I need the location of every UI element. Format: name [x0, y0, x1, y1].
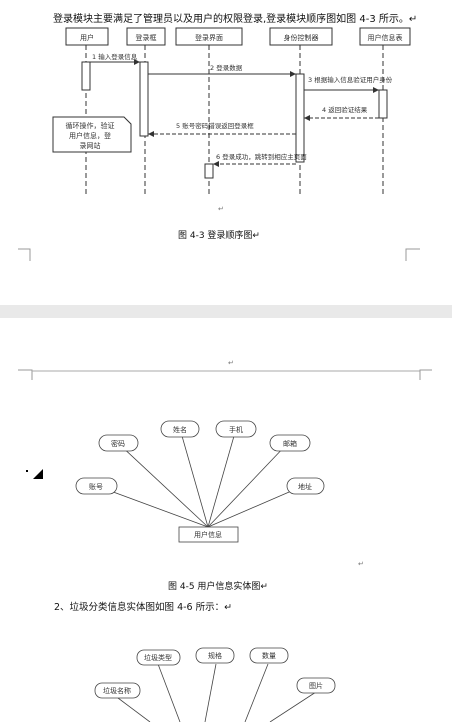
attribute-email: 邮箱: [283, 439, 297, 448]
figure-caption-4-3: 图 4-3 登录顺序图↵: [178, 231, 260, 241]
lifeline-label-2: 登录界面: [195, 33, 223, 42]
garbage-attribute-image: 图片: [309, 681, 323, 690]
attribute-account: 账号: [89, 482, 103, 491]
page-gap: [0, 305, 452, 318]
document-page-1: 登录模块主要满足了管理员以及用户的权限登录,登录模块顺序图如图 4-3 所示。↵: [0, 0, 452, 305]
intro-paragraph: 登录模块主要满足了管理员以及用户的权限登录,登录模块顺序图如图 4-3 所示。↵: [53, 14, 418, 25]
paragraph-mark: ↵: [218, 205, 224, 213]
lifeline-label-4: 用户信息表: [368, 33, 403, 42]
garbage-attribute-name: 垃圾名称: [103, 686, 131, 695]
section-paragraph-2: 2、垃圾分类信息实体图如图 4-6 所示：↵: [54, 602, 233, 613]
attribute-address: 地址: [298, 482, 312, 491]
garbage-entity-diagram: 垃圾类型 规格 数量 图片 垃圾名称: [94, 647, 336, 722]
message-2: 2 登录数据: [210, 63, 243, 72]
garbage-attribute-type: 垃圾类型: [144, 653, 172, 662]
message-1: 1 输入登录信息: [92, 52, 138, 61]
sequence-diagram: 用户 登录框 登录界面 身份控制器 用户信息表 1 输入登录信息 2 登录数据 …: [52, 27, 411, 195]
document-page-2: ↵ 用户信息 密码 姓名 手机 邮箱 账号 地址: [0, 318, 452, 722]
page-2-top-mark: ↵: [228, 359, 234, 367]
garbage-attribute-quantity: 数量: [262, 651, 276, 660]
note-line-2: 用户信息，登: [69, 131, 111, 140]
attribute-name: 姓名: [173, 425, 187, 434]
lifeline-label-1: 登录框: [136, 33, 157, 42]
lifeline-box-identity-controller: [269, 27, 333, 46]
paragraph-mark-2: ↵: [358, 560, 364, 568]
note-line-3: 录网站: [80, 141, 101, 150]
lifeline-label-0: 用户: [80, 33, 94, 42]
attribute-phone: 手机: [229, 425, 243, 434]
message-5: 5 账号密码错误返回登录框: [176, 121, 254, 130]
attribute-password: 密码: [111, 439, 125, 448]
note-line-1: 循环操作，验证: [66, 121, 115, 130]
message-6: 6 登录成功，跳转到相应主页面: [216, 152, 307, 161]
entity-center-label: 用户信息: [194, 530, 222, 539]
page-corner-marks: [18, 248, 420, 261]
garbage-attribute-spec: 规格: [208, 651, 222, 660]
figure-caption-4-5: 图 4-5 用户信息实体图↵: [168, 582, 268, 592]
message-4: 4 返回验证结果: [322, 105, 368, 114]
lifeline-box-user: [65, 27, 109, 46]
page-2-header-frame: [18, 369, 432, 380]
user-entity-diagram: 用户信息 密码 姓名 手机 邮箱 账号 地址: [26, 420, 325, 543]
message-3: 3 根据输入信息验证用户身份: [308, 75, 393, 84]
lifeline-box-user-table: [359, 27, 411, 46]
lifeline-box-login-frame: [126, 27, 166, 46]
lifeline-label-3: 身份控制器: [284, 33, 319, 42]
